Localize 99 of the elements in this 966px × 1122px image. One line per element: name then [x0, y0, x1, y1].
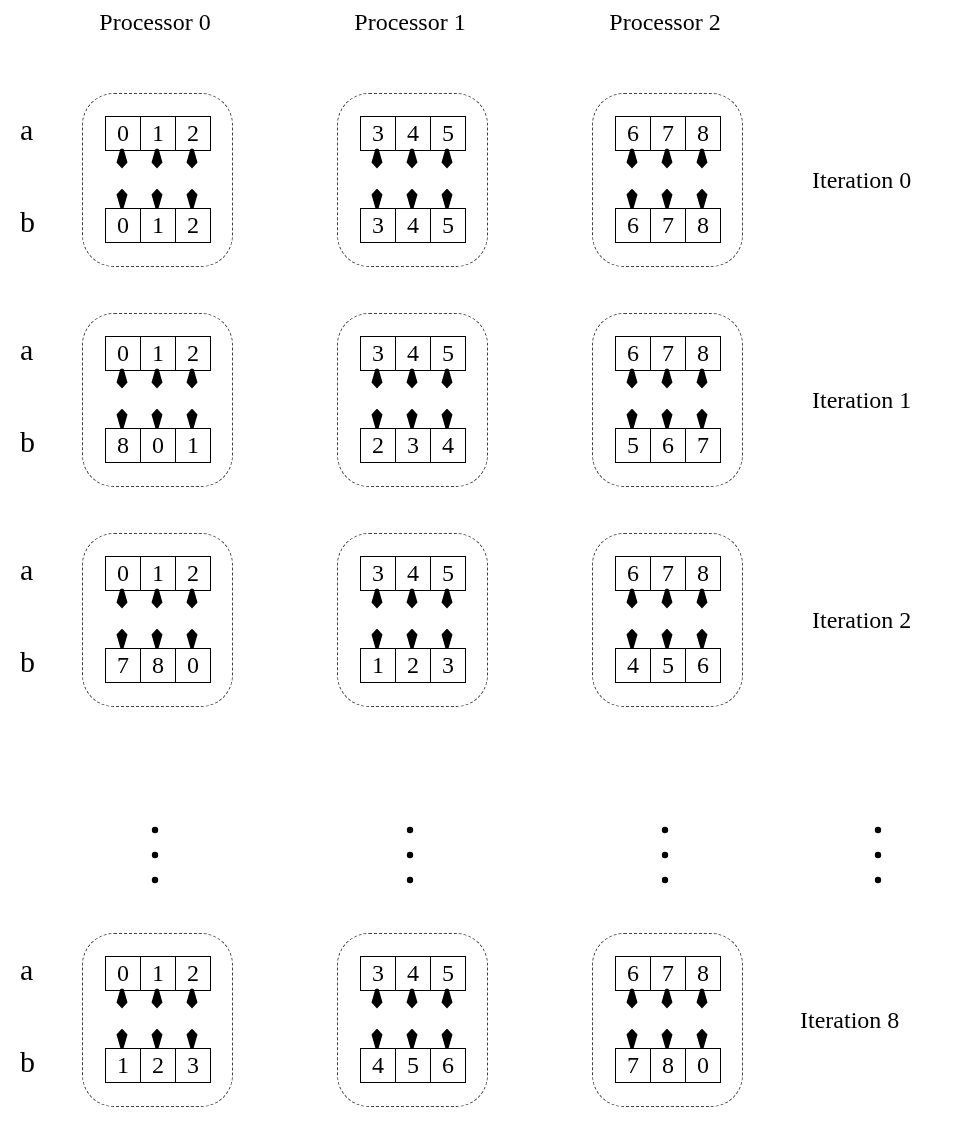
array-cell: 5 [650, 648, 686, 683]
processor-group-box [82, 933, 233, 1107]
array-cell: 2 [175, 208, 211, 243]
iteration-label: Iteration 0 [812, 168, 912, 192]
array-cell: 6 [615, 956, 651, 991]
row-label: b [20, 427, 35, 457]
iteration-label: Iteration 1 [812, 388, 912, 412]
array-cell: 0 [105, 208, 141, 243]
array-cell: 3 [360, 208, 396, 243]
array-cell: 1 [140, 556, 176, 591]
processor-group-box [337, 93, 488, 267]
processor-group-box [592, 533, 743, 707]
column-heading: Processor 1 [354, 10, 466, 34]
array-cell: 6 [615, 336, 651, 371]
array-cell: 7 [650, 956, 686, 991]
row-label: a [20, 555, 34, 585]
array-cell: 1 [140, 116, 176, 151]
array-cell: 6 [615, 556, 651, 591]
array-cell: 1 [140, 336, 176, 371]
array-cell: 2 [140, 1048, 176, 1083]
array-cell: 8 [650, 1048, 686, 1083]
array-cell: 2 [175, 116, 211, 151]
array-cell: 3 [360, 116, 396, 151]
processor-group-box [82, 313, 233, 487]
processor-group-box [592, 313, 743, 487]
row-label: a [20, 955, 34, 985]
processor-group-box [592, 933, 743, 1107]
array-cell: 6 [685, 648, 721, 683]
array-cell: 5 [430, 336, 466, 371]
array-cell: 1 [105, 1048, 141, 1083]
processor-group-box [82, 93, 233, 267]
array-cell: 6 [430, 1048, 466, 1083]
row-label: a [20, 335, 34, 365]
array-cell: 4 [360, 1048, 396, 1083]
processor-group-box [337, 933, 488, 1107]
array-cell: 8 [685, 336, 721, 371]
array-cell: 3 [360, 336, 396, 371]
processor-group-box [337, 313, 488, 487]
array-cell: 2 [395, 648, 431, 683]
array-cell: 5 [430, 208, 466, 243]
row-label: b [20, 207, 35, 237]
array-cell: 3 [430, 648, 466, 683]
array-cell: 8 [105, 428, 141, 463]
array-cell: 4 [395, 956, 431, 991]
array-cell: 1 [140, 208, 176, 243]
array-cell: 7 [650, 556, 686, 591]
array-cell: 6 [615, 116, 651, 151]
iteration-label: Iteration 8 [800, 1008, 900, 1032]
array-cell: 3 [360, 556, 396, 591]
array-cell: 5 [430, 556, 466, 591]
array-cell: 0 [105, 556, 141, 591]
processor-group-box [337, 533, 488, 707]
array-cell: 0 [105, 336, 141, 371]
iteration-label: Iteration 2 [812, 608, 912, 632]
array-cell: 2 [175, 956, 211, 991]
column-heading: Processor 0 [99, 10, 211, 34]
array-cell: 1 [175, 428, 211, 463]
array-cell: 2 [175, 556, 211, 591]
array-cell: 2 [360, 428, 396, 463]
processor-group-box [82, 533, 233, 707]
array-cell: 0 [175, 648, 211, 683]
array-cell: 6 [615, 208, 651, 243]
column-heading: Processor 2 [609, 10, 721, 34]
array-cell: 0 [140, 428, 176, 463]
processor-group-box [592, 93, 743, 267]
array-cell: 4 [615, 648, 651, 683]
array-cell: 7 [615, 1048, 651, 1083]
array-cell: 7 [650, 336, 686, 371]
array-cell: 0 [685, 1048, 721, 1083]
array-cell: 8 [140, 648, 176, 683]
row-label: b [20, 647, 35, 677]
array-cell: 7 [685, 428, 721, 463]
array-cell: 4 [430, 428, 466, 463]
array-cell: 8 [685, 556, 721, 591]
array-cell: 0 [105, 956, 141, 991]
array-cell: 5 [430, 956, 466, 991]
array-cell: 8 [685, 116, 721, 151]
array-cell: 4 [395, 116, 431, 151]
array-cell: 7 [650, 208, 686, 243]
array-cell: 7 [650, 116, 686, 151]
array-cell: 1 [140, 956, 176, 991]
array-cell: 5 [430, 116, 466, 151]
array-cell: 4 [395, 336, 431, 371]
array-cell: 4 [395, 208, 431, 243]
array-cell: 7 [105, 648, 141, 683]
array-cell: 3 [360, 956, 396, 991]
array-cell: 2 [175, 336, 211, 371]
array-cell: 1 [360, 648, 396, 683]
row-label: a [20, 115, 34, 145]
array-cell: 4 [395, 556, 431, 591]
array-cell: 6 [650, 428, 686, 463]
array-cell: 5 [395, 1048, 431, 1083]
array-cell: 3 [175, 1048, 211, 1083]
row-label: b [20, 1047, 35, 1077]
array-cell: 0 [105, 116, 141, 151]
array-cell: 8 [685, 956, 721, 991]
array-cell: 8 [685, 208, 721, 243]
array-cell: 5 [615, 428, 651, 463]
array-cell: 3 [395, 428, 431, 463]
